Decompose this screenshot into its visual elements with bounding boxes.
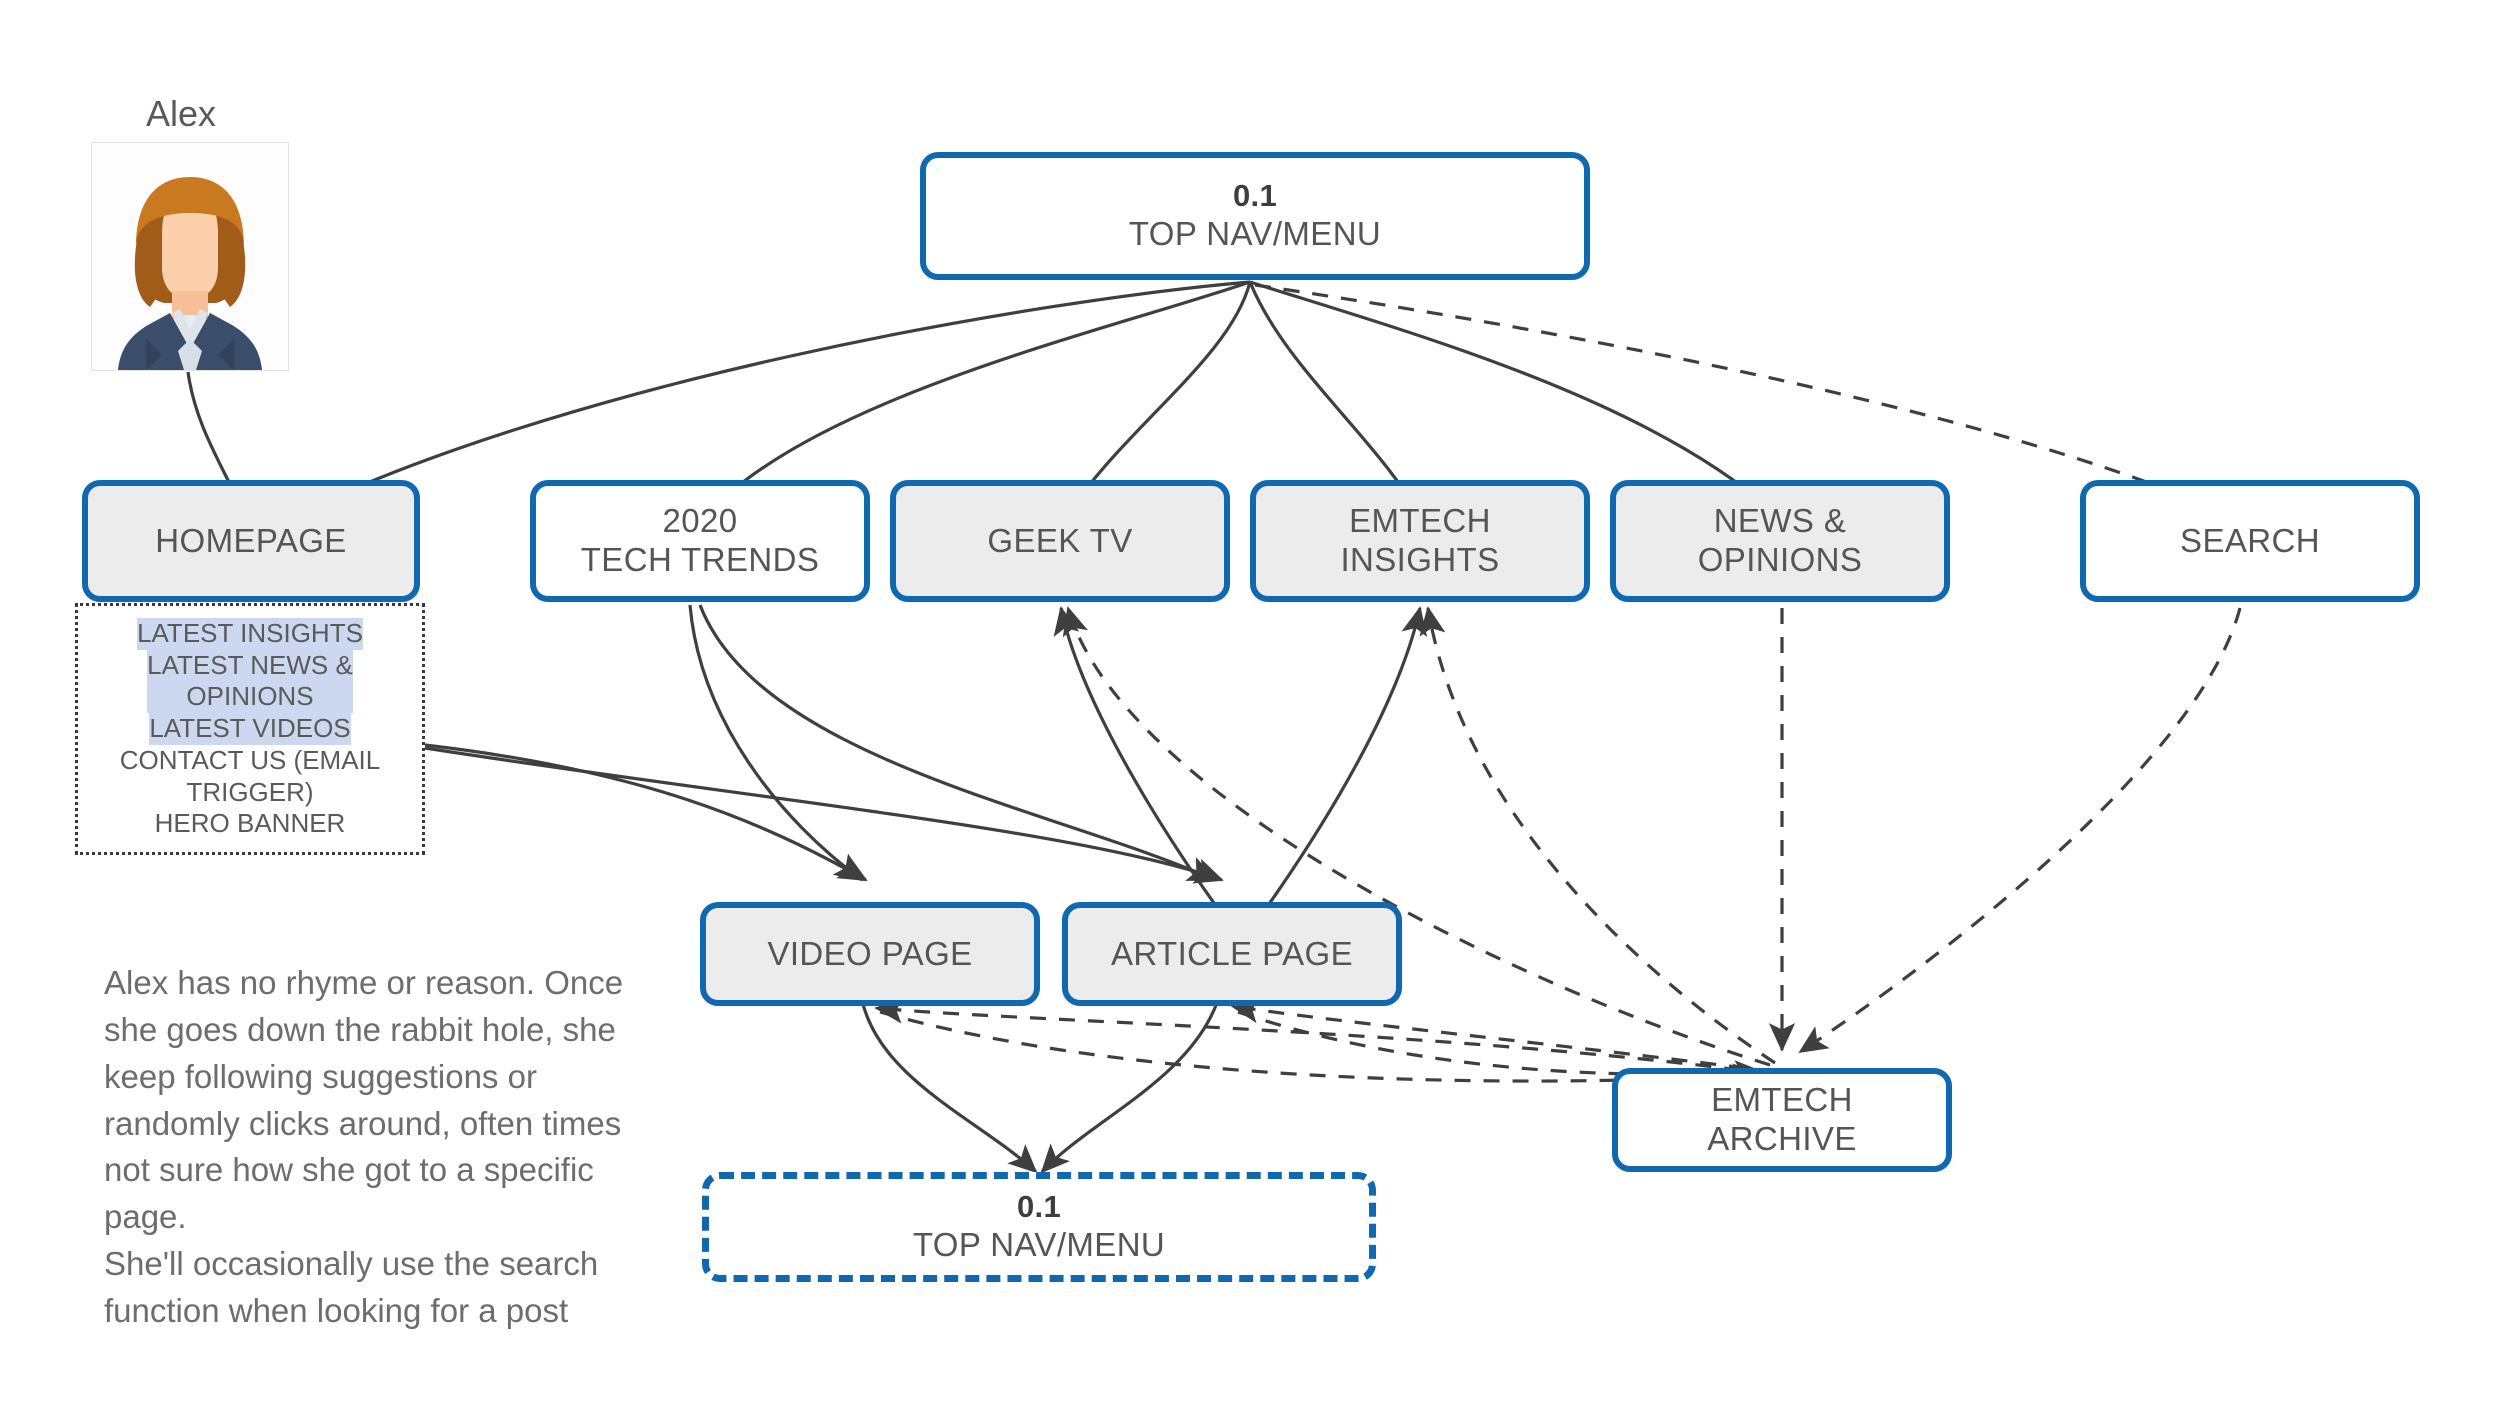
node-geek-tv[interactable]: GEEK TV: [890, 480, 1230, 602]
node-2020-tech-trends-label: 2020 TECH TRENDS: [580, 502, 820, 578]
node-video-page[interactable]: VIDEO PAGE: [700, 902, 1040, 1006]
node-homepage[interactable]: HOMEPAGE: [82, 480, 420, 602]
node-top-nav-label: TOP NAV/MENU: [1128, 214, 1382, 252]
persona-description: Alex has no rhyme or reason. Once she go…: [104, 964, 624, 1330]
submenu-item-contact-us[interactable]: CONTACT US (EMAIL TRIGGER): [119, 744, 381, 807]
node-search[interactable]: SEARCH: [2080, 480, 2420, 602]
node-video-page-label: VIDEO PAGE: [767, 934, 973, 972]
submenu-item-latest-news[interactable]: LATEST NEWS & OPINIONS: [147, 649, 353, 714]
node-emtech-insights[interactable]: EMTECH INSIGHTS: [1250, 480, 1590, 602]
submenu-item-hero-banner[interactable]: HERO BANNER: [154, 808, 346, 839]
node-search-label: SEARCH: [2180, 521, 2320, 559]
node-top-nav[interactable]: 0.1 TOP NAV/MENU: [920, 152, 1590, 280]
node-emtech-archive[interactable]: EMTECH ARCHIVE: [1612, 1068, 1952, 1172]
node-article-page[interactable]: ARTICLE PAGE: [1062, 902, 1402, 1006]
node-article-page-label: ARTICLE PAGE: [1111, 934, 1353, 972]
node-bottom-nav[interactable]: 0.1 TOP NAV/MENU: [702, 1172, 1376, 1282]
node-emtech-insights-label: EMTECH INSIGHTS: [1340, 502, 1500, 578]
node-bottom-nav-label: TOP NAV/MENU: [912, 1225, 1166, 1263]
submenu-item-latest-insights[interactable]: LATEST INSIGHTS: [137, 617, 363, 650]
homepage-submenu: LATEST INSIGHTS LATEST NEWS & OPINIONS L…: [75, 603, 425, 855]
node-2020-tech-trends[interactable]: 2020 TECH TRENDS: [530, 480, 870, 602]
submenu-item-latest-videos[interactable]: LATEST VIDEOS: [149, 713, 351, 745]
node-news-opinions[interactable]: NEWS & OPINIONS: [1610, 480, 1950, 602]
node-news-opinions-label: NEWS & OPINIONS: [1697, 502, 1863, 578]
node-emtech-archive-label: EMTECH ARCHIVE: [1707, 1081, 1857, 1157]
persona-name: Alex: [146, 93, 217, 134]
node-bottom-nav-number: 0.1: [1017, 1189, 1061, 1225]
node-homepage-label: HOMEPAGE: [155, 521, 347, 559]
user-avatar-illustration: [92, 143, 288, 370]
node-geek-tv-label: GEEK TV: [987, 521, 1133, 559]
persona-avatar: [91, 142, 289, 371]
node-top-nav-number: 0.1: [1233, 178, 1277, 214]
